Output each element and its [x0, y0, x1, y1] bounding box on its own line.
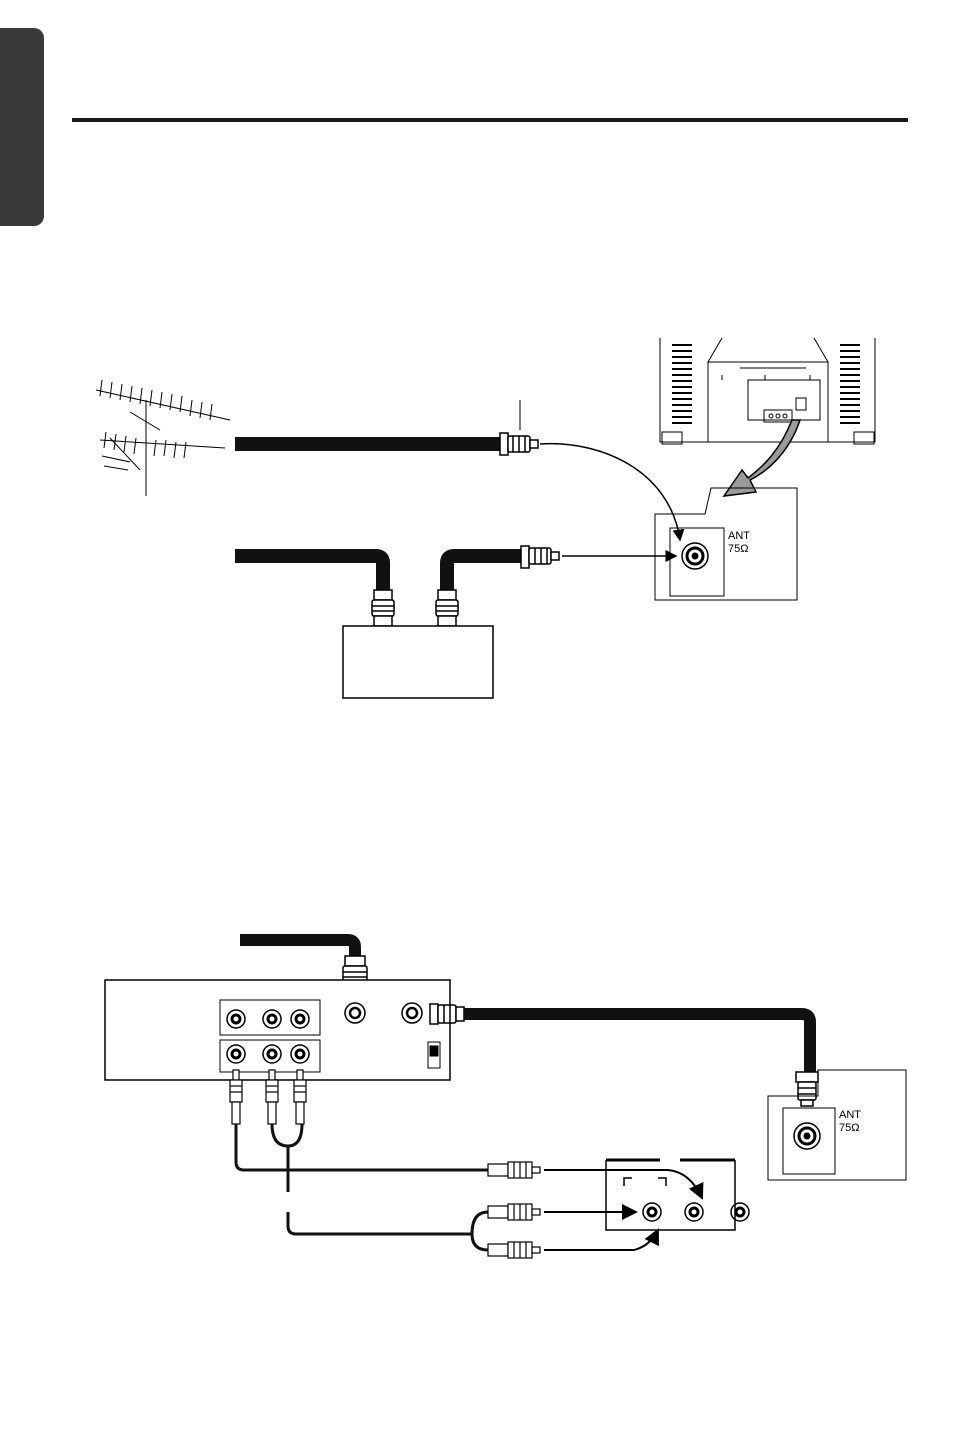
vcr-rear-panel: [105, 980, 450, 1080]
ant-jack-bottom: [794, 1123, 820, 1149]
vcr-out-connector: [430, 1004, 464, 1024]
cable-box-connector-out: [436, 590, 458, 626]
ant-panel-top: [655, 488, 797, 600]
ant-panel-bottom: [768, 1070, 906, 1180]
zoom-arrow-icon: [724, 420, 800, 496]
cable-in: [235, 556, 383, 592]
ohm-label-bottom: 75Ω: [839, 1122, 859, 1134]
antenna-f-connector: [500, 433, 538, 455]
tv-rear-view: [660, 338, 875, 444]
vcr-input-cable: [240, 940, 355, 958]
tv-vent-slots: [672, 345, 860, 423]
cable-box-connector-in: [372, 590, 394, 626]
ant-jack-top: [682, 543, 708, 569]
tv-rca-plugs: [488, 1162, 540, 1258]
ohm-label-top: 75Ω: [728, 543, 748, 555]
antenna-icon: [96, 380, 230, 496]
av-cables: [236, 1124, 488, 1250]
cable-out: [447, 556, 522, 592]
cable-out-f-connector: [521, 546, 559, 568]
ant-label-bottom: ANT: [839, 1109, 861, 1121]
antenna-cable: [235, 437, 500, 451]
cable-box: [343, 626, 493, 698]
av-connection-arrows: [544, 1170, 702, 1250]
tv-in-connector: [796, 1072, 818, 1106]
vcr-in-connector: [343, 956, 367, 982]
ant-jack-frame-top: [670, 528, 724, 596]
ant-label-top: ANT: [728, 530, 750, 542]
vcr-to-tv-cable: [464, 1014, 810, 1074]
ant-jack-frame-bottom: [783, 1108, 835, 1174]
antenna-to-tv-line: [540, 444, 680, 540]
